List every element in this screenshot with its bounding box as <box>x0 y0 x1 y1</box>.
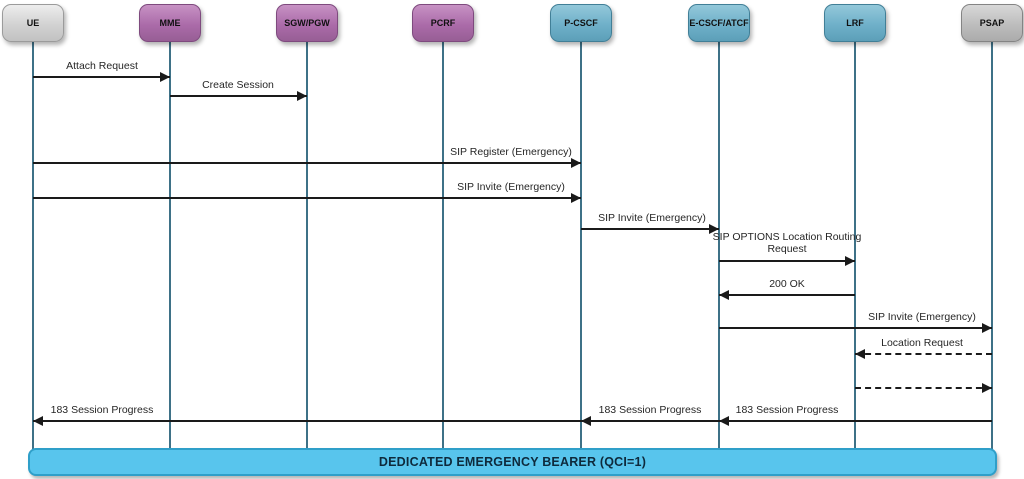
lifeline-ue <box>32 40 34 452</box>
actor-box-psap: PSAP <box>961 4 1023 42</box>
lifeline-mme <box>169 40 171 452</box>
message-label-12: 183 Session Progress <box>50 404 154 416</box>
actor-box-mme: MME <box>139 4 201 42</box>
message-arrowhead-10 <box>719 416 729 426</box>
message-line-6 <box>719 294 855 296</box>
actor-box-ue: UE <box>2 4 64 42</box>
message-line-7 <box>719 327 992 329</box>
message-line-2 <box>33 162 581 164</box>
message-arrowhead-5 <box>845 256 855 266</box>
message-line-4 <box>581 228 719 230</box>
actor-label-psap: PSAP <box>979 18 1005 28</box>
actor-label-sgw-pgw: SGW/PGW <box>284 18 330 28</box>
actor-label-pcrf: PCRF <box>430 18 456 28</box>
message-line-1 <box>170 95 307 97</box>
actor-label-mme: MME <box>159 18 181 28</box>
message-label-1: Create Session <box>202 79 274 91</box>
message-arrowhead-1 <box>297 91 307 101</box>
lifeline-pcrf <box>442 40 444 452</box>
actor-label-ue: UE <box>26 18 40 28</box>
actor-box-e-cscf-atcf: E-CSCF/ATCF <box>688 4 750 42</box>
actor-box-p-cscf: P-CSCF <box>550 4 612 42</box>
actor-box-sgw-pgw: SGW/PGW <box>276 4 338 42</box>
message-line-5 <box>719 260 855 262</box>
message-line-0 <box>33 76 170 78</box>
message-line-11 <box>581 420 719 422</box>
message-arrowhead-11 <box>581 416 591 426</box>
message-line-3 <box>33 197 581 199</box>
actor-label-p-cscf: P-CSCF <box>564 18 598 28</box>
actor-label-lrf: LRF <box>846 18 864 28</box>
lifeline-lrf <box>854 40 856 452</box>
message-line-10 <box>719 420 992 422</box>
message-label-7: SIP Invite (Emergency) <box>868 311 976 323</box>
bearer-bar-label: DEDICATED EMERGENCY BEARER (QCI=1) <box>378 455 647 469</box>
lifeline-psap <box>991 40 993 452</box>
message-label-8: Location Request <box>881 337 963 349</box>
message-arrowhead-6 <box>719 290 729 300</box>
lifeline-p-cscf <box>580 40 582 452</box>
message-label-2: SIP Register (Emergency) <box>450 146 572 158</box>
lifeline-e-cscf-atcf <box>718 40 720 452</box>
message-line-12 <box>33 420 581 422</box>
message-label-6: 200 OK <box>769 278 805 290</box>
message-line-8 <box>855 353 992 355</box>
message-arrowhead-12 <box>33 416 43 426</box>
message-line-9 <box>855 387 992 389</box>
message-arrowhead-3 <box>571 193 581 203</box>
message-label-5: SIP OPTIONS Location Routing Request <box>712 231 862 255</box>
message-label-11: 183 Session Progress <box>598 404 702 416</box>
actor-box-pcrf: PCRF <box>412 4 474 42</box>
bearer-bar: DEDICATED EMERGENCY BEARER (QCI=1) <box>28 448 997 476</box>
message-arrowhead-0 <box>160 72 170 82</box>
message-arrowhead-2 <box>571 158 581 168</box>
message-label-0: Attach Request <box>66 60 138 72</box>
message-arrowhead-4 <box>709 224 719 234</box>
message-arrowhead-9 <box>982 383 992 393</box>
message-label-3: SIP Invite (Emergency) <box>457 181 565 193</box>
message-label-10: 183 Session Progress <box>735 404 839 416</box>
message-label-4: SIP Invite (Emergency) <box>598 212 706 224</box>
actor-label-e-cscf-atcf: E-CSCF/ATCF <box>689 18 749 28</box>
lifeline-sgw-pgw <box>306 40 308 452</box>
message-arrowhead-8 <box>855 349 865 359</box>
actor-box-lrf: LRF <box>824 4 886 42</box>
message-arrowhead-7 <box>982 323 992 333</box>
